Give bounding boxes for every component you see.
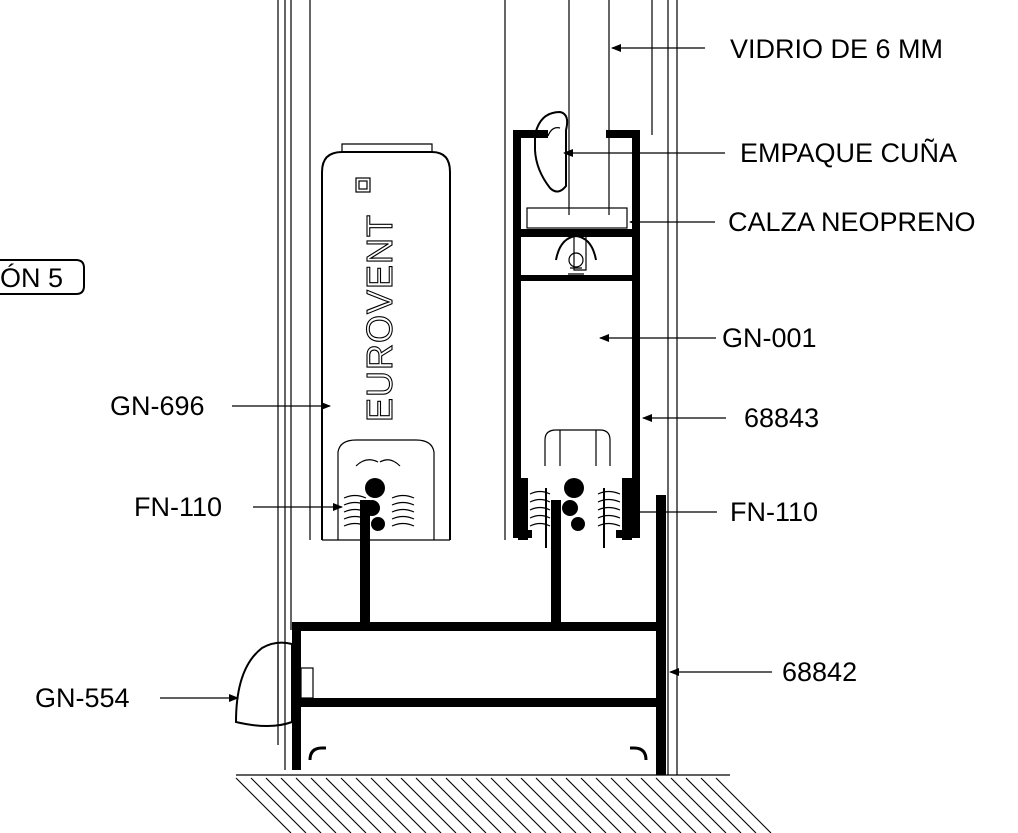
- hatch-line: [655, 777, 712, 833]
- hatch-line: [385, 777, 442, 833]
- callout-leaders: [160, 44, 772, 702]
- hatch-line: [490, 777, 547, 833]
- hatch-line: [595, 777, 652, 833]
- hatch-line: [295, 777, 352, 833]
- hatch-line: [520, 777, 577, 833]
- hatch-line: [250, 777, 307, 833]
- hatch-line: [355, 777, 412, 833]
- label-68843: 68843: [744, 403, 819, 433]
- gn696-panel-profile: EUROVENT: [321, 143, 451, 541]
- hatch-line: [565, 777, 622, 833]
- hatch-line: [445, 777, 502, 833]
- section-tag: ÓN 5: [0, 259, 85, 295]
- hatch-line: [460, 777, 517, 833]
- label-gn001: GN-001: [722, 323, 817, 353]
- hatch-line: [505, 777, 562, 833]
- wedge-gasket: [534, 110, 569, 193]
- hatch-line: [580, 777, 637, 833]
- frame-jamb-lines: [277, 0, 678, 775]
- hatch-line: [235, 777, 292, 833]
- bottom-frame-68842: [292, 622, 662, 770]
- hatch-line: [340, 777, 397, 833]
- right-brush-seal: [518, 478, 632, 540]
- hatch-line: [535, 777, 592, 833]
- sash-68843: [513, 130, 640, 548]
- label-gn696: GN-696: [110, 391, 205, 421]
- hatch-line: [550, 777, 607, 833]
- label-68842: 68842: [782, 657, 857, 687]
- hatch-line: [310, 777, 367, 833]
- hatch-line: [265, 777, 322, 833]
- gn554-seal: [234, 641, 293, 727]
- hatch-line: [640, 777, 697, 833]
- label-vidrio: VIDRIO DE 6 MM: [730, 34, 943, 64]
- hatch-line: [325, 777, 382, 833]
- hatch-line: [685, 777, 742, 833]
- hatch-line: [475, 777, 532, 833]
- guide-rails: [360, 478, 666, 775]
- brand-text: EUROVENT: [359, 214, 400, 422]
- label-calza: CALZA NEOPRENO: [728, 207, 976, 237]
- label-gn554: GN-554: [35, 683, 130, 713]
- hatch-line: [700, 777, 757, 833]
- hatch-line: [670, 777, 727, 833]
- callout-labels: VIDRIO DE 6 MM EMPAQUE CUÑA CALZA NEOPRE…: [35, 34, 976, 713]
- section-tag-text: ÓN 5: [0, 262, 63, 293]
- glass-pane: [555, 234, 597, 275]
- hatch-line: [430, 777, 487, 833]
- label-empaque: EMPAQUE CUÑA: [740, 137, 957, 168]
- hatch-line: [400, 777, 457, 833]
- label-fn110-right: FN-110: [730, 497, 818, 527]
- hatch-line: [610, 777, 667, 833]
- label-fn110-left: FN-110: [134, 492, 222, 522]
- hatch-line: [415, 777, 472, 833]
- hatch-line: [625, 777, 682, 833]
- registered-mark-icon: [355, 177, 371, 193]
- neoprene-shim: [526, 207, 628, 229]
- hatch-line: [715, 777, 772, 833]
- floor-hatch: [235, 774, 772, 833]
- hatch-line: [370, 777, 427, 833]
- hatch-line: [280, 777, 337, 833]
